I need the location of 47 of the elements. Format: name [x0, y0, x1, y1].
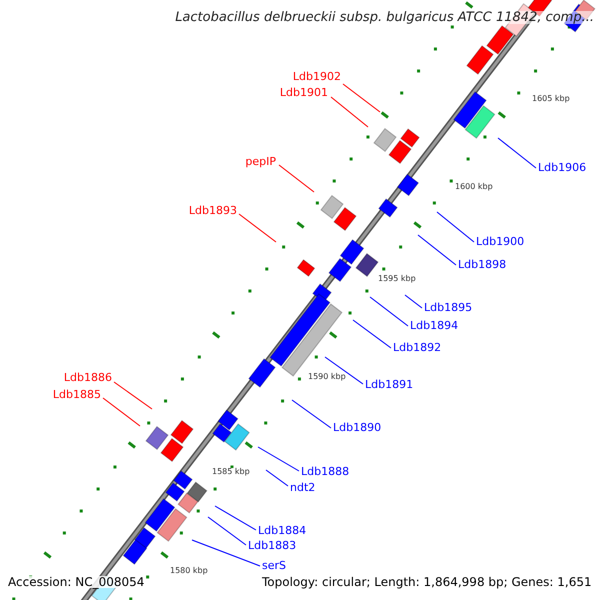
gene-label: Ldb1895 [424, 302, 472, 313]
gene-label: Ldb1900 [476, 236, 524, 247]
leader-line [278, 164, 314, 192]
gene-label: Ldb1898 [458, 259, 506, 270]
gene-label: Ldb1890 [333, 422, 382, 433]
gene-label: Ldb1891 [365, 379, 414, 390]
leader-line [208, 516, 246, 546]
map-title: Lactobacillus delbrueckii subsp. bulgaricus ATCC 11842, comp... [175, 11, 594, 24]
leader-line [330, 96, 368, 128]
gene-label: ndt2 [290, 482, 316, 493]
leader-line [498, 138, 536, 168]
leader-line [214, 506, 256, 530]
leader-line [352, 320, 392, 348]
gene-label: Ldb1886 [64, 372, 112, 383]
scale-label: 1580 kbp [170, 567, 208, 575]
gene-label: Ldb1884 [258, 525, 306, 536]
gene-label: Ldb1894 [410, 320, 458, 331]
leader-line [324, 356, 364, 384]
leader-line [418, 234, 456, 266]
leader-line [114, 382, 152, 410]
scale-label: 1600 kbp [455, 183, 493, 191]
scale-label: 1590 kbp [308, 373, 346, 381]
leader-line [436, 212, 474, 242]
leader-line [342, 84, 380, 112]
leader-line [102, 398, 140, 426]
leader-line [370, 296, 408, 326]
gene-label: Ldb1902 [292, 71, 341, 82]
leader-line [192, 540, 260, 566]
leader-line [258, 446, 300, 472]
scale-label: 1585 kbp [212, 468, 250, 476]
accession-note: Accession: NC_008054 [8, 576, 144, 588]
gene-label: Ldb1892 [393, 342, 442, 353]
leader-line [266, 470, 288, 486]
gene-label: serS [262, 560, 286, 571]
topology-note: Topology: circular; Length: 1,864,998 bp; Genes: 1,651 [262, 576, 592, 588]
scale-label: 1595 kbp [378, 275, 416, 283]
gene-label: Ldb1906 [538, 162, 586, 173]
leader-line [238, 214, 276, 242]
leader-line [404, 294, 422, 308]
gene-label: Ldb1893 [188, 205, 237, 216]
gene-label: Ldb1901 [280, 87, 328, 98]
gene-label: Ldb1883 [248, 540, 296, 551]
gene-label: Ldb1888 [301, 466, 350, 477]
gene-label: Ldb1885 [52, 389, 101, 400]
leader-line [292, 400, 332, 428]
scale-label: 1605 kbp [532, 95, 570, 103]
gene-label: pepIP [245, 156, 276, 167]
